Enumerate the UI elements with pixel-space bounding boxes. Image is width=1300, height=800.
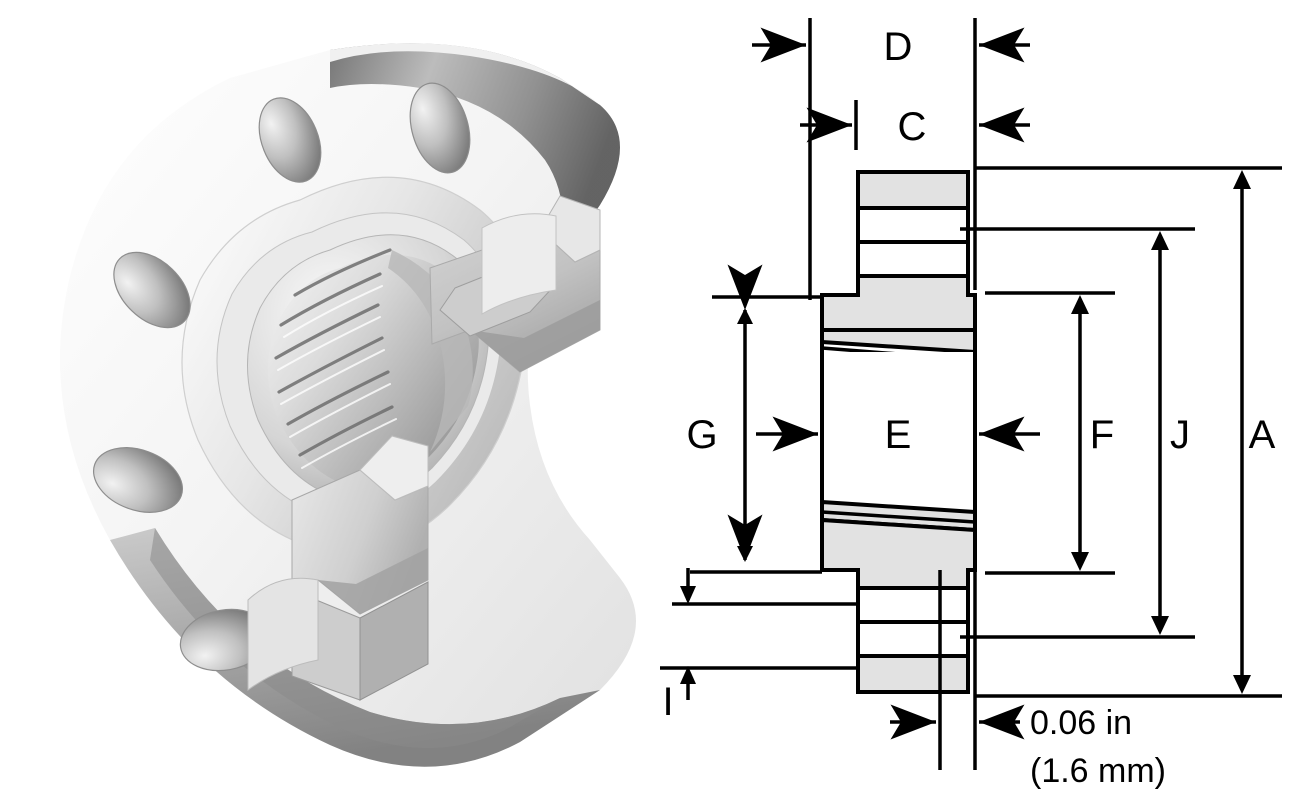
hub-band-3 [856,240,970,278]
bolt-hole [113,251,191,329]
internal-threads [267,248,479,488]
dimension-label-J: J [1170,413,1190,457]
dimension-label-F: G [686,413,717,457]
cutaway-lower [291,435,429,615]
flange-body-upper [820,274,977,332]
hub-band-2 [856,206,970,244]
flange-rim-highlight [330,43,600,105]
dimension-J: J [960,227,1195,639]
dimension-label-C: C [898,105,927,149]
dimension-A: A [975,166,1282,698]
flange-boss-lower [247,577,319,691]
dimension-label-G: F [1090,413,1114,457]
dimension-label-I: I [662,680,673,724]
hub-band-top [856,170,970,210]
bolt-hole [92,447,184,513]
raised-face-note: 0.06 in (1.6 mm) [890,704,1166,790]
flange-rim-edge-top [330,43,620,271]
flange-3d-model [60,43,636,767]
dimension-label-D: D [884,25,913,69]
bore-region [822,352,975,492]
flange-taper-lower-line [821,510,976,524]
bolt-hole [258,97,322,183]
dimension-F: G [686,264,822,574]
raised-face-note-line2: (1.6 mm) [1030,752,1166,790]
hub-band-lower-2 [856,620,970,658]
dimension-label-A: A [1249,413,1276,457]
dimension-I: I [660,568,858,724]
flange-section-view: D C E G [660,18,1282,790]
dimension-C: C [800,105,1030,149]
dimension-D: D [752,25,1030,69]
bolt-holes [92,82,471,672]
hub-band-lower-3 [856,654,970,694]
flange-body-lower [820,517,977,590]
hub-band-lower-1 [856,586,970,624]
dimension-G: F [985,291,1115,575]
dimension-label-E: E [885,413,912,457]
raised-face-note-line1: 0.06 in [1030,704,1132,742]
bolt-hole [409,82,471,174]
flange-boss-upper [481,213,557,315]
dimension-E: E [756,413,1040,457]
